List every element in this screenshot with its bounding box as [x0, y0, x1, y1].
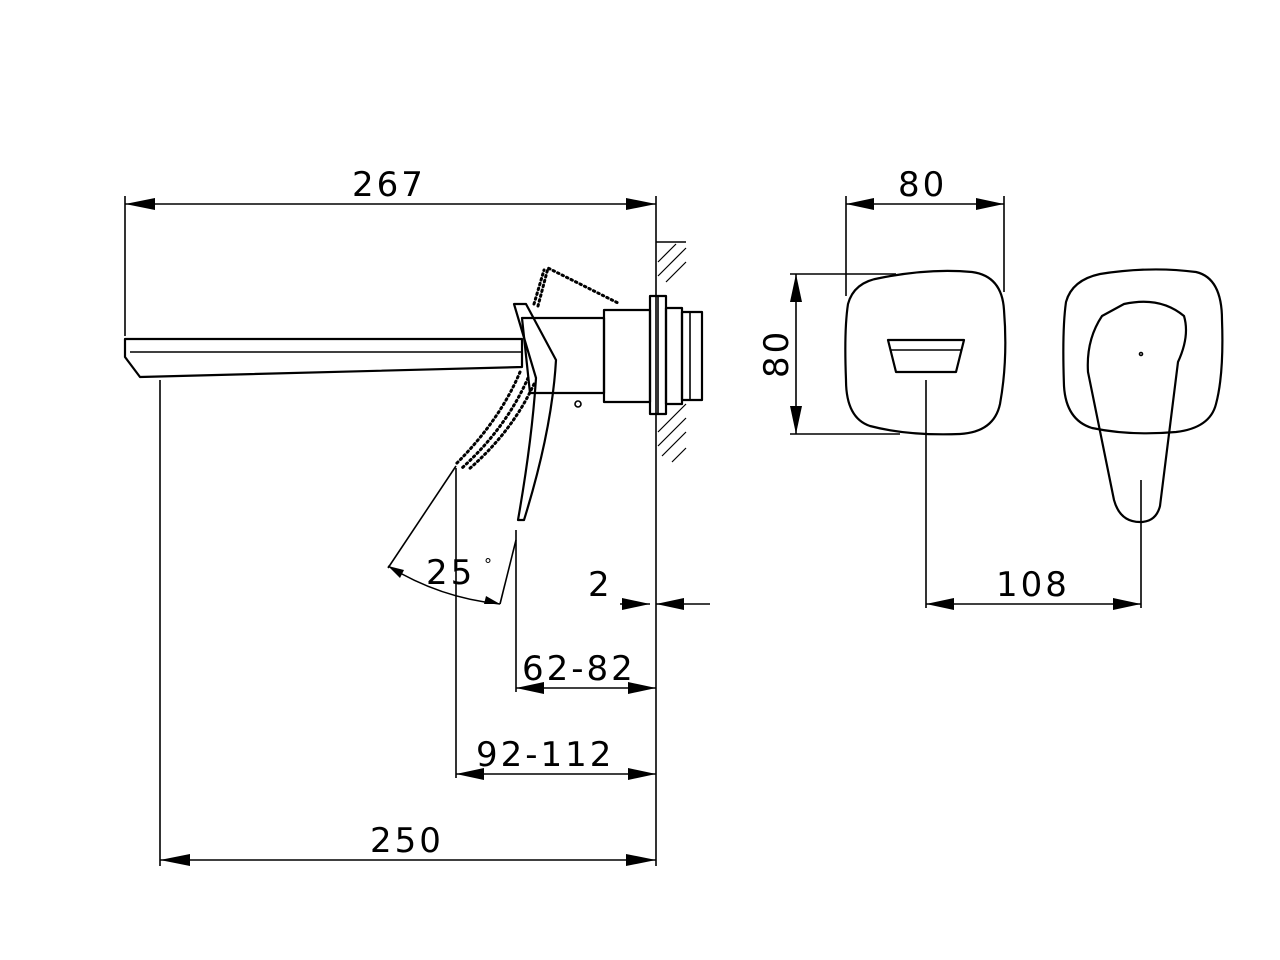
dim-overall-length: 267: [125, 165, 656, 210]
dim-depth-short: 62-82: [516, 649, 656, 694]
dim-wall-thickness: 2: [588, 565, 710, 610]
dim-plate-height: 80: [757, 273, 900, 435]
dim-center-distance: 108: [926, 565, 1141, 610]
lever-rotation-path: [454, 265, 622, 472]
plate-height-label: 80: [757, 329, 797, 378]
wall-section: [655, 241, 687, 463]
overall-length-label: 267: [352, 165, 426, 205]
dim-plate-width: 80: [845, 165, 1005, 296]
angle-degree-symbol: °: [484, 555, 492, 574]
front-view-lever-plate: [1062, 268, 1224, 608]
wall-thickness-label: 2: [588, 565, 613, 605]
mixer-body: [520, 294, 704, 416]
spout-length-label: 250: [370, 821, 444, 861]
depth-short-label: 62-82: [522, 649, 636, 689]
dim-spout-length: 250: [160, 821, 656, 866]
front-view-spout-plate: [844, 269, 1007, 608]
side-view: 25 ° 267 2 62-82: [123, 165, 710, 866]
center-distance-label: 108: [996, 565, 1070, 605]
lever: [512, 302, 558, 522]
dim-depth-long: 92-112: [456, 735, 656, 780]
angle-value: 25: [426, 553, 475, 593]
spout: [123, 337, 524, 379]
depth-long-label: 92-112: [476, 735, 614, 775]
plate-width-label: 80: [898, 165, 947, 205]
